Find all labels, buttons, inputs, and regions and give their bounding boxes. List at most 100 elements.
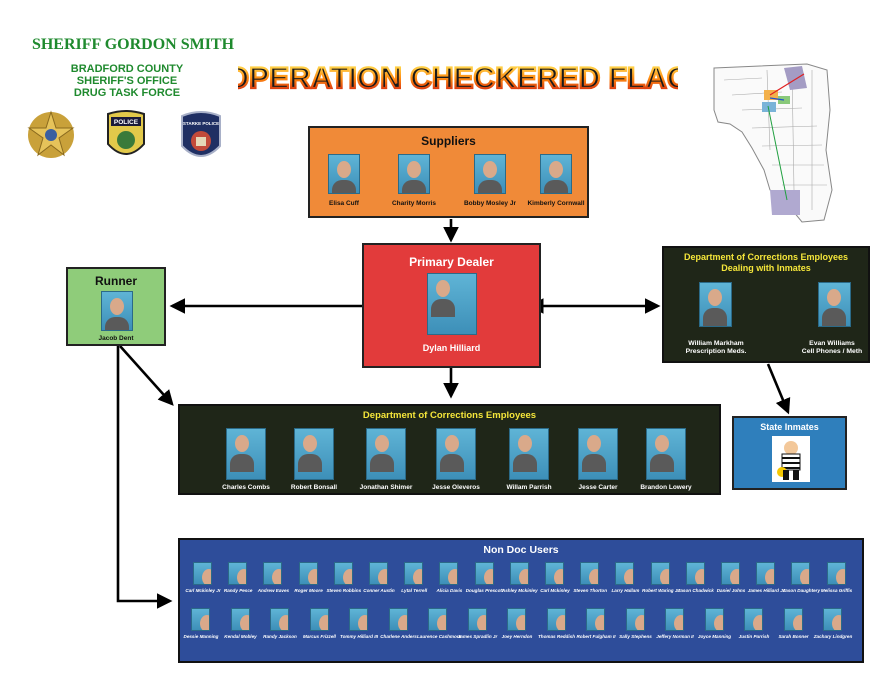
person-photo <box>744 608 763 631</box>
person-photo <box>699 282 732 327</box>
state-inmates-title: State Inmates <box>760 422 819 432</box>
person-photo <box>309 608 329 631</box>
person-photo <box>685 562 705 585</box>
person-name: James Hilliard Jr <box>747 588 785 593</box>
non-doc-title: Non Doc Users <box>483 544 559 556</box>
person-name: Andrew Eaves <box>257 588 290 593</box>
person-name: Willam Parrish <box>506 484 552 491</box>
person-name-text: Evan Williams <box>809 340 855 347</box>
person-name: Robert Bonsall <box>290 484 338 491</box>
person-photo <box>263 562 283 585</box>
person-photo <box>333 562 353 585</box>
doc-employees-title: Department of Corrections Employees <box>362 410 537 421</box>
person-photo <box>826 562 846 585</box>
doc-dealing-title-line: Department of Corrections Employees <box>683 252 849 262</box>
person-name: Joey Herndon <box>501 634 533 639</box>
person-name: Charlene Anders <box>380 634 417 639</box>
arrow-doc-dealing-to-inmates <box>766 363 791 415</box>
prisoner-cartoon-icon <box>772 436 810 482</box>
person-name: Joyce Manning <box>697 634 732 639</box>
person-photo <box>388 608 408 631</box>
office-line: BRADFORD COUNTY <box>70 63 184 75</box>
person-name: Steven Robbins <box>326 588 362 593</box>
person-name: Daniel Johns <box>716 588 746 593</box>
person-name: Brandon Lowery <box>640 484 692 491</box>
state-inmates-box: State Inmates <box>732 416 847 490</box>
person-photo <box>101 291 133 331</box>
person-photo <box>404 562 424 585</box>
florida-county-map-icon <box>712 50 840 225</box>
police-patch-icon: POLICE <box>107 110 145 155</box>
suppliers-title: Suppliers <box>421 134 476 148</box>
person-photo <box>665 608 684 631</box>
person-name: Dessie Manning <box>183 634 219 639</box>
runner-title: Runner <box>95 274 137 288</box>
person-name: Carl Mckinley <box>540 588 570 593</box>
person-photo <box>193 562 212 585</box>
person-photo <box>646 428 686 480</box>
person-name: Sally Stephens <box>619 634 652 639</box>
person-name: Elisa Cuff <box>329 200 359 207</box>
person-name: Tommy Hilliard III <box>339 634 379 639</box>
person-photo <box>328 154 360 194</box>
person-name: Dylan Hilliard <box>422 343 481 353</box>
person-photo <box>783 608 803 631</box>
person-name: Bobby Mosley Jr <box>463 200 516 207</box>
person-name: Thomas Reddish <box>537 634 575 639</box>
person-name: Carl Mckinley Jr <box>185 588 221 593</box>
person-name: Evan Williams Cell Phones / Meth <box>782 340 880 356</box>
person-photo <box>366 428 406 480</box>
person-photo <box>586 608 605 631</box>
person-photo <box>650 562 670 585</box>
person-photo <box>230 608 250 631</box>
person-photo <box>191 608 210 631</box>
sheriff-name: SHERIFF GORDON SMITH <box>31 36 235 53</box>
person-name: Ashley Mckinley <box>501 588 538 593</box>
person-photo <box>474 154 506 194</box>
person-name: Jesse Carter <box>578 484 618 491</box>
primary-dealer-box: Primary Dealer Dylan Hilliard <box>362 243 541 368</box>
person-name: Marcus Frizzell <box>303 634 336 639</box>
person-photo <box>818 282 851 327</box>
person-photo <box>756 562 776 585</box>
person-name-text: William Markham <box>688 340 744 347</box>
person-photo <box>507 608 526 631</box>
person-photo <box>474 562 494 585</box>
starke-patch-text: STARKE POLICE <box>183 121 219 126</box>
person-photo <box>545 562 564 585</box>
person-photo <box>349 608 368 631</box>
person-name: Roger Moore <box>294 588 323 593</box>
person-photo <box>823 608 842 631</box>
person-name: Melissa Griffis <box>820 588 853 593</box>
person-name: Jesse Oleveros <box>432 484 480 491</box>
suppliers-box: Suppliers Elisa Cuff Charity Morris Bobb… <box>308 126 589 218</box>
operation-banner: OPERATION CHECKERED FLAG <box>238 61 678 96</box>
person-name: Robert Waring Jr <box>642 588 680 593</box>
person-name: Kendal Mobley <box>224 634 257 639</box>
person-photo <box>369 562 388 585</box>
person-name: Randy Jackson <box>263 634 297 639</box>
operation-title: OPERATION CHECKERED FLAG <box>238 62 678 95</box>
person-name: Sarah Bonner <box>778 634 809 639</box>
office-line: DRUG TASK FORCE <box>73 87 181 99</box>
person-name: William Markham Prescription Meds. <box>666 340 766 356</box>
person-photo <box>540 154 572 194</box>
person-name: Randy Pesce <box>223 588 253 593</box>
person-name: Robert Fulgham II <box>576 634 616 639</box>
person-name: Zachary Lindgren <box>813 634 853 639</box>
person-name: Jason Daughtery <box>782 588 821 593</box>
police-patch-text: POLICE <box>114 119 139 126</box>
person-photo <box>578 428 618 480</box>
person-name: Charity Morris <box>391 200 437 207</box>
person-name: Larry Hallam <box>611 588 640 593</box>
person-name: Jacob Dent <box>98 335 134 342</box>
person-name: Conner Austin <box>363 588 395 593</box>
person-name: Kimberly Cornwall <box>527 200 585 207</box>
person-name: James Spradlin Jr <box>457 634 498 639</box>
person-photo <box>721 562 740 585</box>
person-name: Douglas Prescott <box>465 588 504 593</box>
person-name: Laurence Cashmore <box>417 634 462 639</box>
person-photo <box>791 562 811 585</box>
